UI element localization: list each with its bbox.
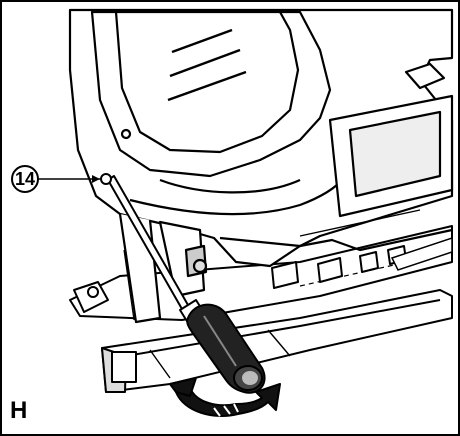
callout-number: 14 (15, 169, 35, 189)
saw-blade (390, 236, 453, 271)
callout-14: 14 (11, 165, 100, 193)
adjustment-screw (100, 173, 112, 185)
rotation-arrow (169, 377, 281, 417)
panel-letter: H (10, 397, 27, 424)
guide-rail (101, 289, 453, 393)
screwdriver (107, 175, 266, 394)
